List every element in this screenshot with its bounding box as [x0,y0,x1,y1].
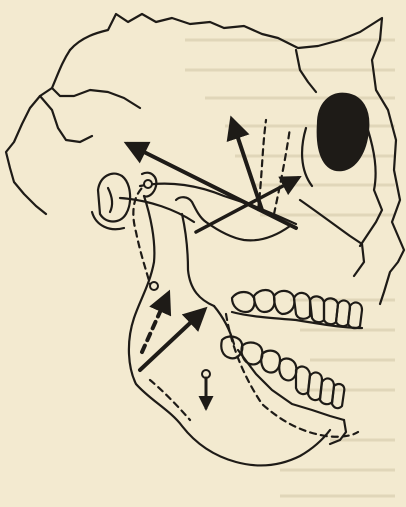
attachment-point-condyle [144,180,152,188]
orbit [318,94,369,170]
temporalis-dashed-line-2 [274,128,290,214]
arrow-medial-pterygoid-dashed [142,294,168,352]
arrow-masseter [140,310,204,370]
attachment-markers [144,180,210,378]
meatus-inner [108,188,112,212]
temporal-line [40,96,92,142]
coronoid-process [206,222,290,240]
ramus-anterior-border [182,214,214,306]
maxilla-outline [300,200,364,276]
parietal-suture [52,88,140,108]
attachment-point-ramus [150,282,158,290]
upper-teeth [232,290,362,328]
coronoid-notch [176,197,206,222]
